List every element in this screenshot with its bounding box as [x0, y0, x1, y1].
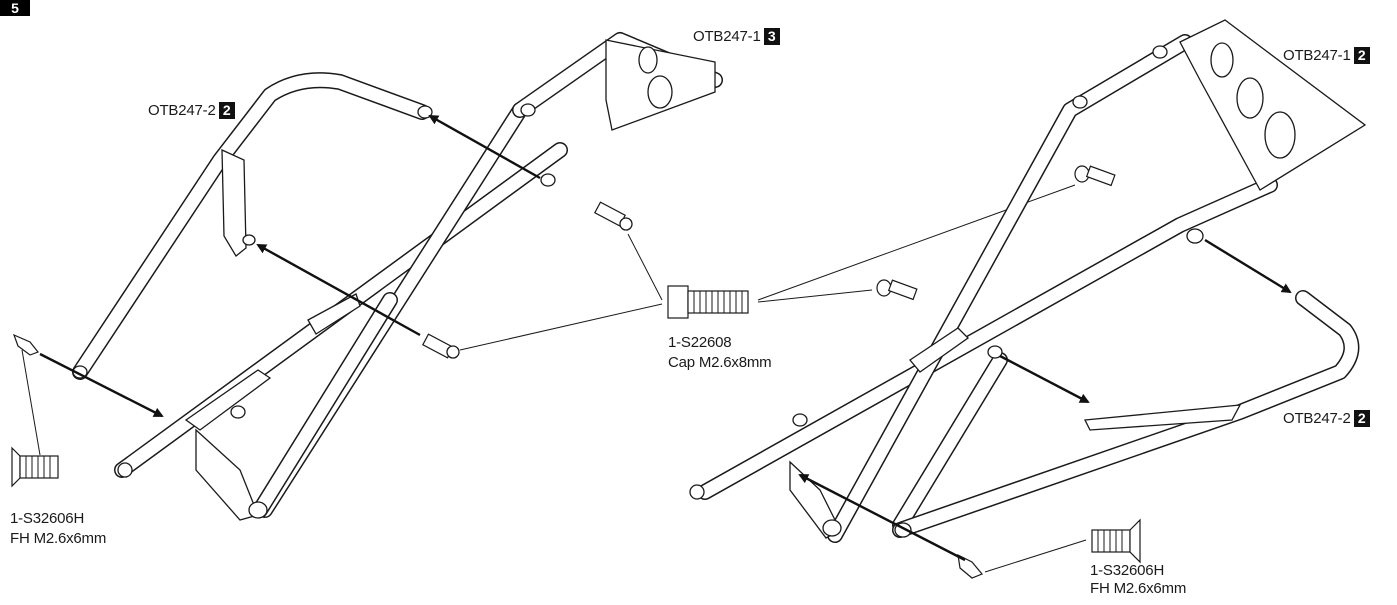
screw-cap-left-2	[422, 333, 460, 359]
left-part-bar-badge: 2	[218, 102, 235, 119]
arrow-right-1	[1204, 238, 1292, 294]
screw-cap-icon	[667, 285, 749, 319]
screw-flat-head-icon	[11, 446, 59, 488]
left-frame-part	[114, 32, 723, 521]
leader-fh-right	[984, 539, 1087, 573]
right-screw-fh-part: 1-S32606H	[1090, 562, 1165, 579]
right-bar-part	[892, 290, 1360, 538]
arrow-right-3	[798, 473, 966, 562]
step-number-badge: 5	[0, 0, 30, 16]
right-part-top-code: OTB247-1	[1283, 47, 1351, 64]
left-screw-fh-part: 1-S32606H	[10, 510, 85, 527]
screw-fh-left	[12, 333, 39, 356]
left-screw-fh-spec: FH M2.6x6mm	[10, 530, 107, 547]
cap-screw-part: 1-S22608	[668, 334, 732, 351]
leader-cap-1	[627, 233, 663, 301]
screw-cap-right-1	[1074, 165, 1116, 187]
screw-cap-right-2	[876, 279, 918, 301]
arrow-right-2	[999, 354, 1090, 404]
right-part-bar-badge: 2	[1353, 410, 1370, 427]
screw-flat-head-icon-right	[1091, 518, 1141, 564]
arrow-left-2	[256, 243, 421, 337]
left-part-top-code: OTB247-1	[693, 28, 761, 45]
leader-cap-4	[757, 289, 873, 303]
right-part-top-badge: 2	[1353, 47, 1370, 64]
left-part-top-badge: 3	[763, 28, 780, 45]
right-screw-fh-spec: FH M2.6x6mm	[1090, 580, 1187, 597]
arrow-left-3	[39, 352, 164, 418]
left-part-bar-code: OTB247-2	[148, 102, 216, 119]
cap-screw-spec: Cap M2.6x8mm	[668, 354, 772, 371]
left-bar-part	[72, 72, 433, 380]
leader-fh-left	[21, 349, 41, 456]
screw-cap-left-1	[594, 201, 633, 231]
arrow-left-1	[428, 114, 541, 180]
right-part-bar-code: OTB247-2	[1283, 410, 1351, 427]
right-frame-part	[689, 19, 1367, 543]
leader-cap-2	[459, 303, 663, 351]
